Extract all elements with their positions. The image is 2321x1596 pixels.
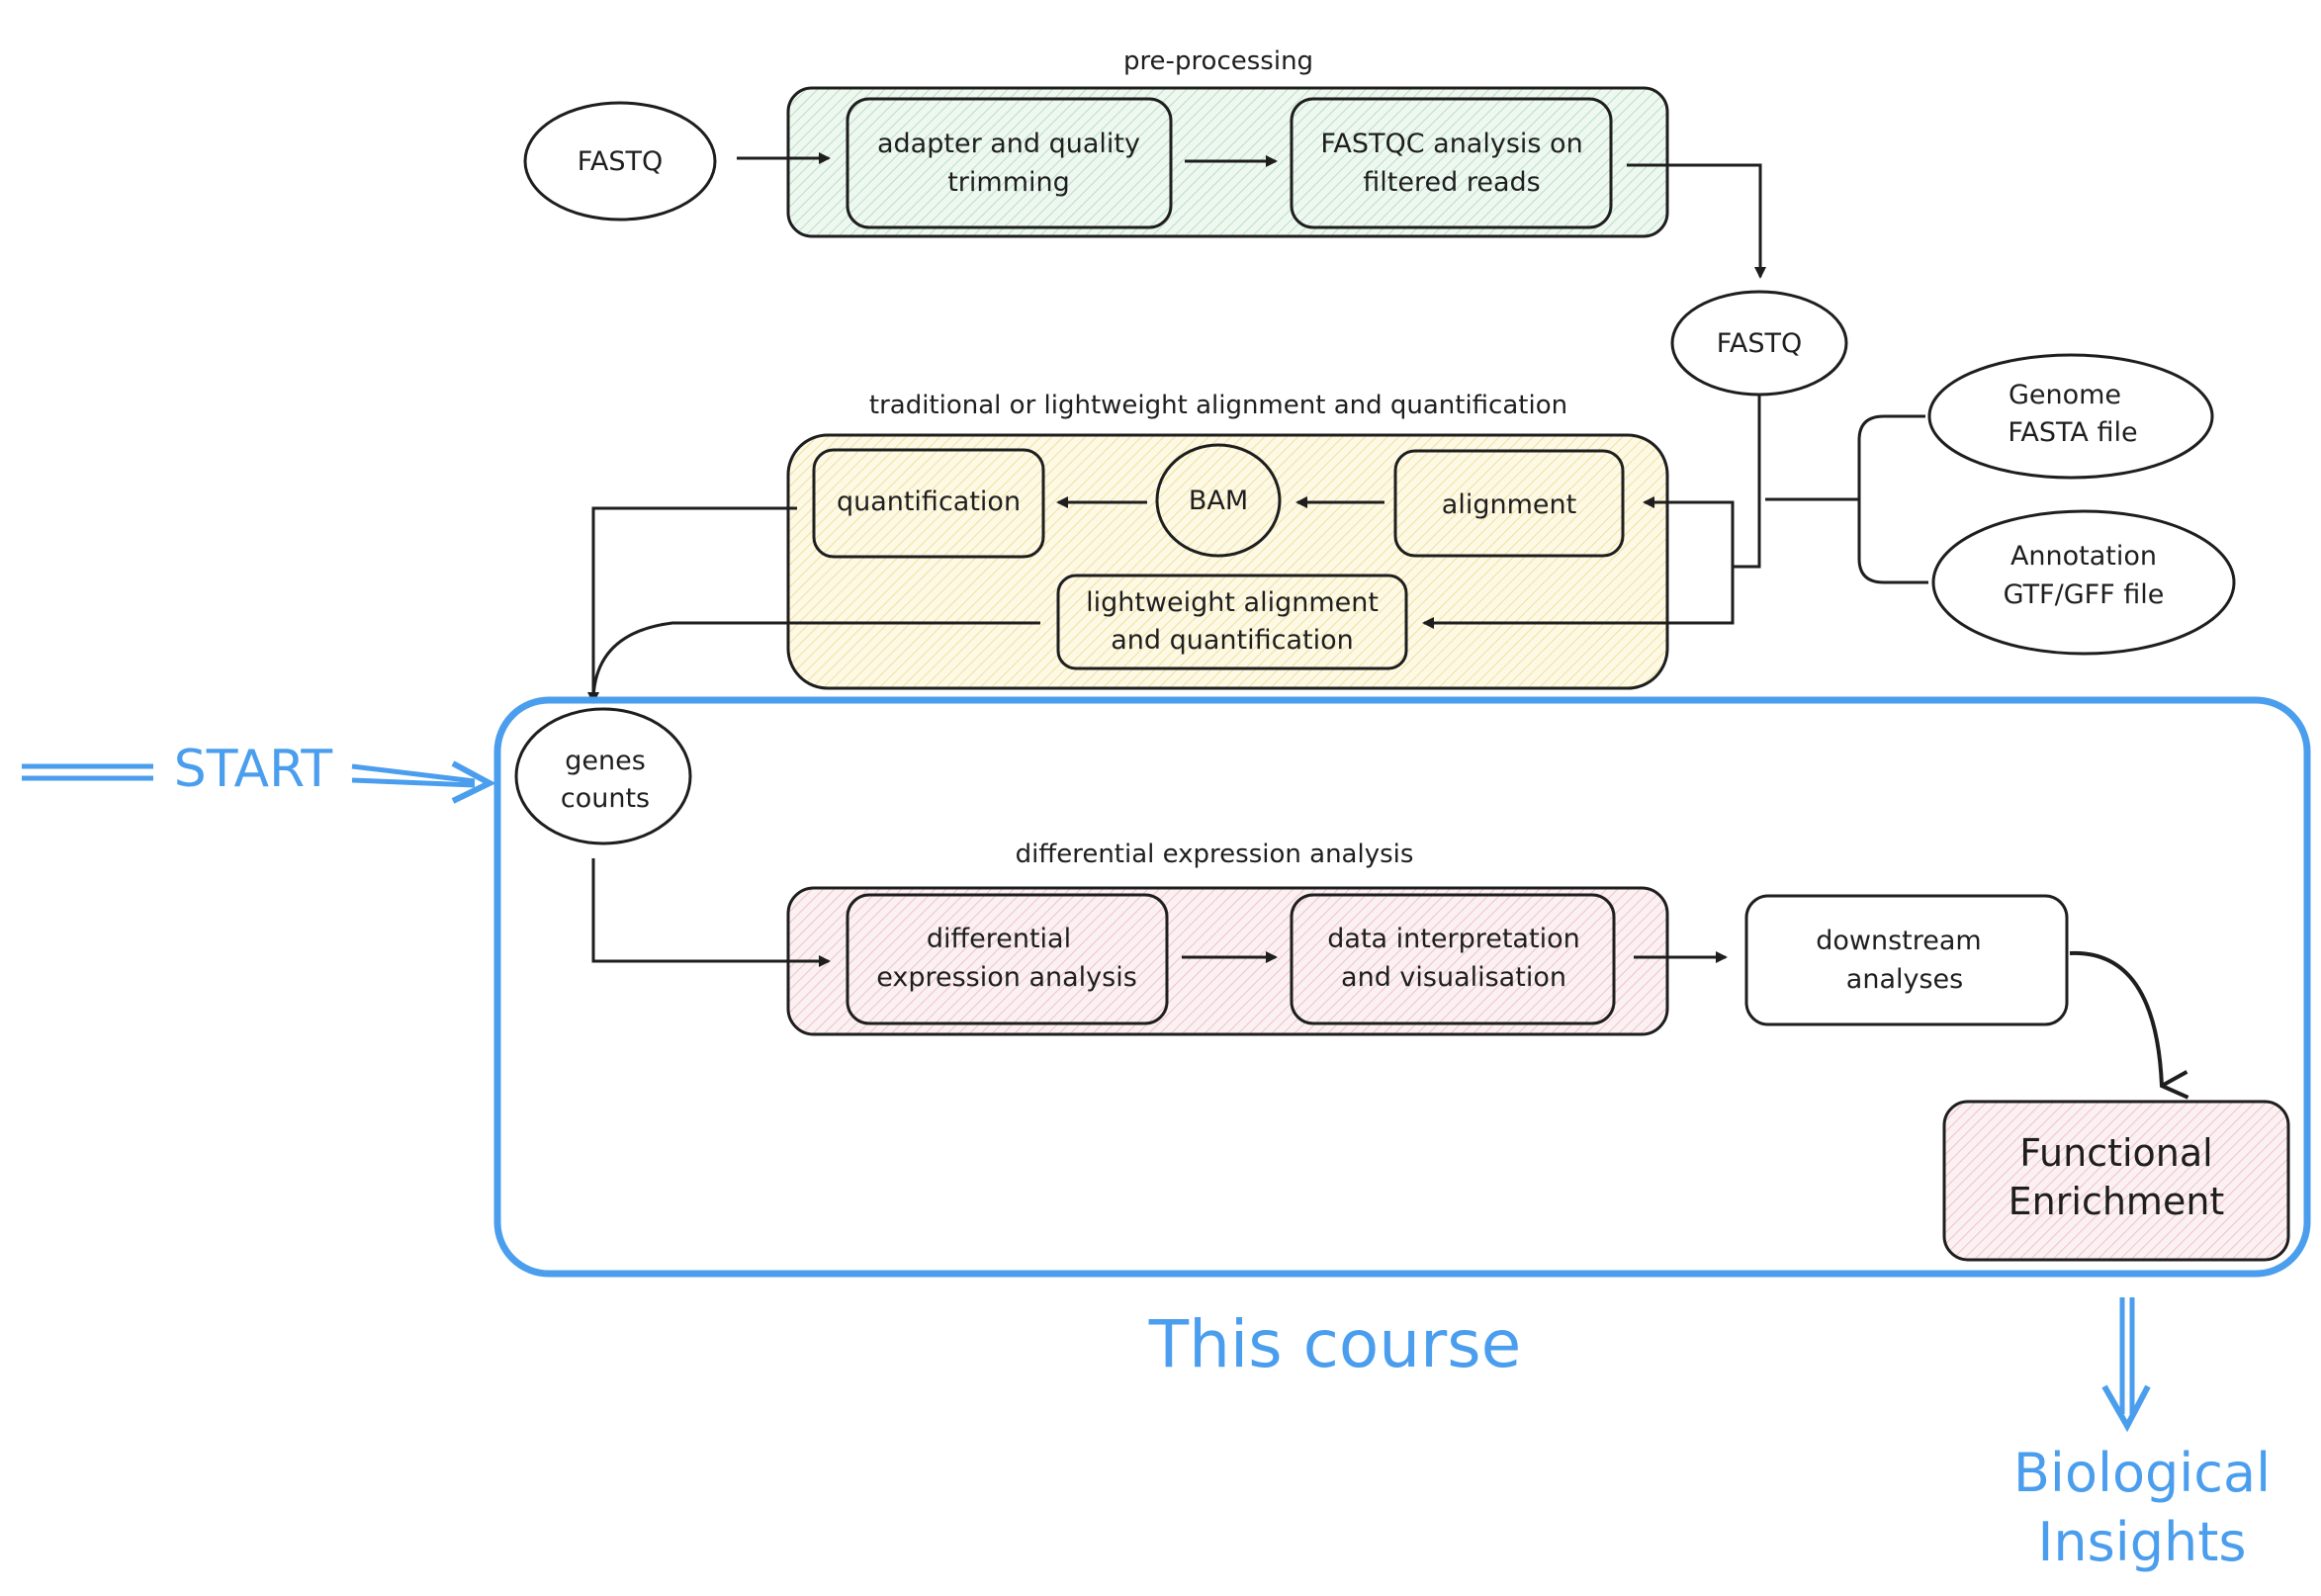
arrow-counts-to-de — [591, 858, 831, 967]
insights-label-1: Biological — [2013, 1442, 2271, 1504]
node-label-2: expression analysis — [876, 962, 1137, 993]
node-label-1: data interpretation — [1327, 924, 1579, 954]
arrow-downstream-to-enrichment — [2069, 950, 2162, 1086]
node-label-2: and quantification — [1111, 625, 1354, 656]
node-label: FASTQ — [1717, 328, 1802, 359]
arrow-fastq-to-lightweight — [1422, 567, 1735, 629]
group-title-preprocessing: pre-processing — [1123, 46, 1313, 76]
node-label-1: FASTQC analysis on — [1320, 129, 1582, 159]
arrow-fastqc-to-fastq — [1627, 163, 1766, 279]
bracket-references — [1857, 414, 1928, 584]
node-label-2: trimming — [947, 167, 1070, 198]
node-downstream[interactable]: downstream analyses — [1744, 894, 2069, 1026]
node-fastqc[interactable]: FASTQC analysis on filtered reads — [1290, 97, 1613, 229]
start-arrow: START — [22, 740, 496, 804]
node-gene-counts[interactable]: genes counts — [514, 707, 692, 845]
node-label-2: GTF/GFF file — [2004, 579, 2165, 610]
node-label-1: Genome — [2009, 380, 2121, 410]
arrow-lightweight-to-counts — [591, 621, 1040, 703]
start-label: START — [174, 740, 333, 799]
node-label-1: downstream — [1816, 926, 1981, 956]
node-quantification[interactable]: quantification — [812, 448, 1045, 559]
node-label-1: Annotation — [2010, 541, 2157, 572]
node-de-analysis[interactable]: differential expression analysis — [846, 893, 1169, 1025]
node-label-2: Enrichment — [2009, 1180, 2225, 1223]
node-enrichment[interactable]: Functional Enrichment — [1942, 1100, 2290, 1262]
node-fastq-output[interactable]: FASTQ — [1670, 290, 1848, 397]
node-lightweight[interactable]: lightweight alignment and quantification — [1056, 574, 1408, 670]
insights-label-2: Insights — [2037, 1511, 2246, 1573]
node-label-2: analyses — [1846, 964, 1963, 995]
node-bam[interactable]: BAM — [1155, 443, 1282, 558]
node-annotation[interactable]: Annotation GTF/GFF file — [1931, 509, 2236, 656]
arrow-quantification-to-counts — [587, 506, 797, 704]
node-genome[interactable]: Genome FASTA file — [1927, 353, 2214, 480]
node-label-2: filtered reads — [1363, 167, 1540, 198]
group-title-de: differential expression analysis — [1016, 840, 1414, 869]
node-trimming[interactable]: adapter and quality trimming — [846, 97, 1173, 229]
node-label-1: Functional — [2019, 1131, 2212, 1175]
group-title-alignment: traditional or lightweight alignment and… — [869, 391, 1567, 420]
node-label-1: genes — [565, 746, 646, 776]
course-boundary — [493, 696, 2311, 1278]
node-label-1: lightweight alignment — [1086, 587, 1379, 618]
node-interpretation[interactable]: data interpretation and visualisation — [1290, 893, 1616, 1025]
node-label-1: differential — [927, 924, 1071, 954]
node-label: alignment — [1442, 489, 1576, 520]
node-fastq-input[interactable]: FASTQ — [523, 101, 717, 222]
node-label-2: FASTA file — [2008, 417, 2137, 448]
node-label-2: and visualisation — [1341, 962, 1566, 993]
node-alignment[interactable]: alignment — [1393, 449, 1625, 558]
node-label-1: adapter and quality — [877, 129, 1140, 159]
node-label: quantification — [837, 487, 1021, 517]
insights-arrow — [2101, 1297, 2151, 1433]
node-label: BAM — [1189, 486, 1248, 516]
node-label-2: counts — [561, 783, 650, 814]
node-label: FASTQ — [578, 146, 663, 177]
course-title: This course — [1148, 1306, 1521, 1382]
